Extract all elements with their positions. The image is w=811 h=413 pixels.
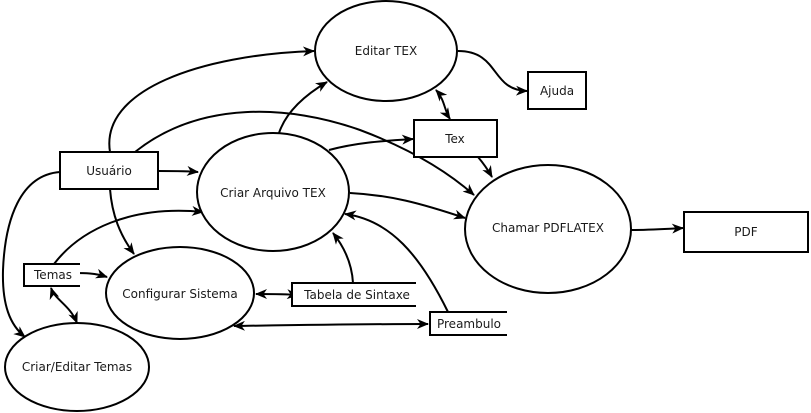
edge-editar-tex-to-ajuda [457,50,528,96]
entity-label: PDF [734,225,757,239]
process-criar-editar-temas[interactable]: Criar/Editar Temas [4,322,150,412]
process-label: Configurar Sistema [122,287,237,301]
edge-editar-tex-tex-bidirectional [435,89,451,120]
process-criar-arquivo-tex[interactable]: Criar Arquivo TEX [196,132,350,252]
edge-criar-arquivo-tex-to-chamar-pdflatex [349,192,466,220]
datastore-tabela-de-sintaxe[interactable]: Tabela de Sintaxe [291,282,416,307]
datastore-preambulo[interactable]: Preambulo [429,311,507,336]
process-label: Editar TEX [355,44,417,58]
process-chamar-pdflatex[interactable]: Chamar PDFLATEX [464,164,632,294]
edge-tabela-de-sintaxe-to-criar-arquivo-tex [332,232,354,284]
edge-criar-arquivo-tex-to-editar-tex [278,81,328,134]
edge-usuario-to-criar-editar-temas [1,171,61,338]
datastore-label: Preambulo [437,317,501,331]
edge-configurar-sistema-preambulo-bidirectional [233,319,429,331]
edge-usuario-to-configurar-sistema [109,188,135,255]
process-editar-tex[interactable]: Editar TEX [314,0,458,102]
entity-label: Ajuda [540,84,574,98]
edge-chamar-pdflatex-to-pdf [630,223,684,234]
edge-preambulo-to-criar-arquivo-tex [344,210,449,313]
entity-pdf[interactable]: PDF [683,211,809,253]
process-configurar-sistema[interactable]: Configurar Sistema [105,246,255,340]
process-label: Criar/Editar Temas [22,360,132,374]
datastore-label: Temas [33,268,72,282]
edge-usuario-to-chamar-pdflatex [134,110,475,196]
edge-usuario-to-editar-tex [108,46,315,153]
entity-label: Tex [444,132,465,146]
entity-ajuda[interactable]: Ajuda [527,71,587,110]
process-label: Criar Arquivo TEX [220,186,326,200]
edge-temas-to-criar-arquivo-tex [53,205,204,265]
entity-label: Usuário [86,164,132,178]
edge-temas-criar-editar-temas-bidirectional [49,287,78,324]
entity-tex[interactable]: Tex [413,119,498,158]
edge-usuario-to-criar-arquivo-tex [157,165,199,176]
datastore-temas[interactable]: Temas [23,263,80,287]
edge-criar-arquivo-tex-to-tex [328,134,414,151]
entity-usuario[interactable]: Usuário [59,151,159,190]
process-label: Chamar PDFLATEX [492,221,604,235]
datastore-label: Tabela de Sintaxe [303,288,410,302]
edge-tex-to-chamar-pdflatex [477,156,493,178]
edges [1,46,684,338]
